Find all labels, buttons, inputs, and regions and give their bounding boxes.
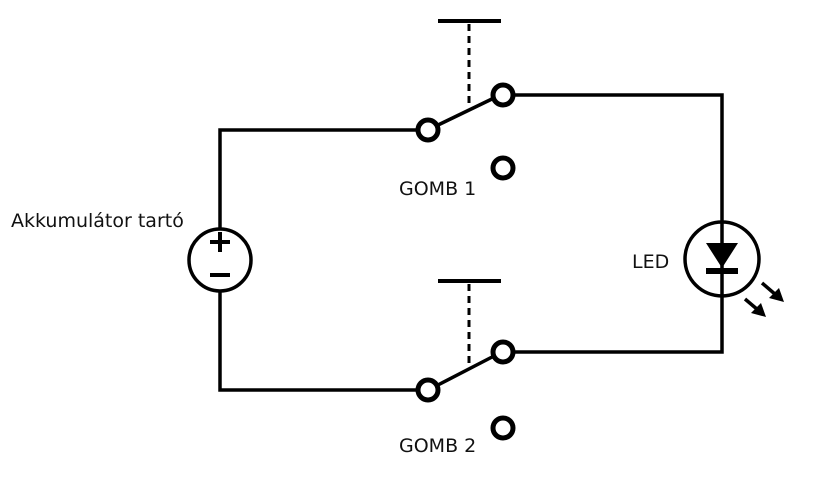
terminal-common <box>415 377 441 403</box>
wire-led-to-gomb2 <box>512 294 724 354</box>
diode-triangle <box>706 243 738 268</box>
battery-symbol <box>187 227 253 293</box>
button-gomb-2: GOMB 2 <box>399 279 516 457</box>
terminal-common <box>415 117 441 143</box>
button-gomb-1: GOMB 1 <box>399 19 516 200</box>
battery-label: Akkumulátor tartó <box>11 210 184 232</box>
diode-bar <box>706 268 738 274</box>
wire-battery-minus-to-gomb2 <box>218 288 420 392</box>
terminal-throw-a <box>490 82 516 108</box>
button-2-label: GOMB 2 <box>399 435 476 457</box>
battery-holder: Akkumulátor tartó <box>11 210 253 293</box>
switch-lever <box>435 354 495 388</box>
wires <box>218 93 724 392</box>
light-emission-arrows-icon <box>743 281 784 317</box>
led-label: LED <box>632 251 669 273</box>
terminal-throw-a <box>490 339 516 365</box>
button-1-label: GOMB 1 <box>399 178 476 200</box>
switch-lever <box>435 96 495 128</box>
terminal-throw-b <box>490 415 516 441</box>
wire-battery-plus-to-gomb1 <box>218 128 420 232</box>
terminal-throw-b <box>490 155 516 181</box>
wire-gomb1-to-led <box>512 93 724 224</box>
led: LED <box>632 220 784 317</box>
